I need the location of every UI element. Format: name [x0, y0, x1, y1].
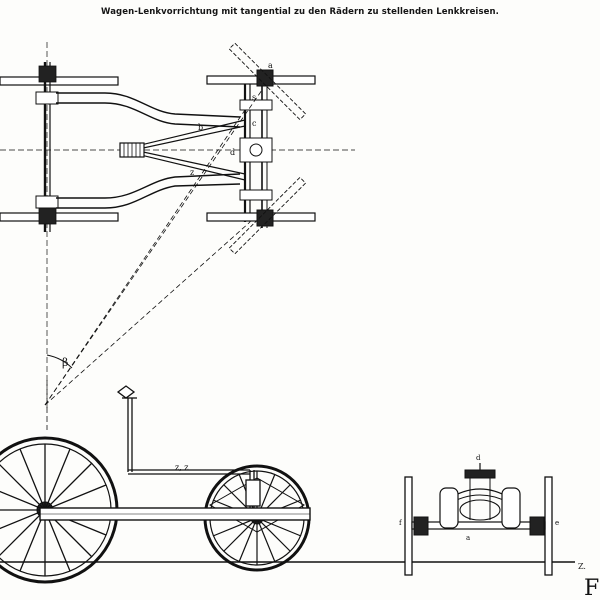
label-f-left: f [399, 519, 403, 527]
construction-lines [44, 89, 263, 406]
side-view: z, z [0, 380, 575, 584]
plan-view: β a b c d s z [0, 42, 355, 410]
label-beta: β [62, 356, 68, 369]
label-b: b [198, 123, 203, 132]
label-d-front: d [476, 454, 481, 462]
steering-column-side [116, 385, 261, 508]
angle-arc [46, 354, 73, 369]
label-zz: z, z [175, 463, 189, 472]
label-d: d [230, 148, 235, 157]
drawing-title: Wagen-Lenkvorrichtung mit tangential zu … [101, 7, 499, 17]
rear-axle-plan [0, 62, 119, 232]
label-a-top: a [268, 61, 273, 70]
label-a-front: a [466, 534, 470, 542]
chassis-side [39, 380, 311, 521]
label-s: s [252, 93, 256, 102]
turned-wheels-dashed [228, 42, 307, 255]
frame-rails [56, 92, 241, 209]
corner-note: Z. [578, 562, 586, 571]
label-z: z [190, 168, 194, 177]
label-c: c [252, 119, 257, 128]
front-view: f e a d [399, 454, 559, 576]
front-axle-plan [206, 69, 316, 228]
steering-rods [119, 119, 246, 181]
label-e-right: e [555, 519, 559, 527]
figure-letter: F [584, 576, 600, 601]
plan-labels: β a b c d s z [62, 61, 273, 369]
